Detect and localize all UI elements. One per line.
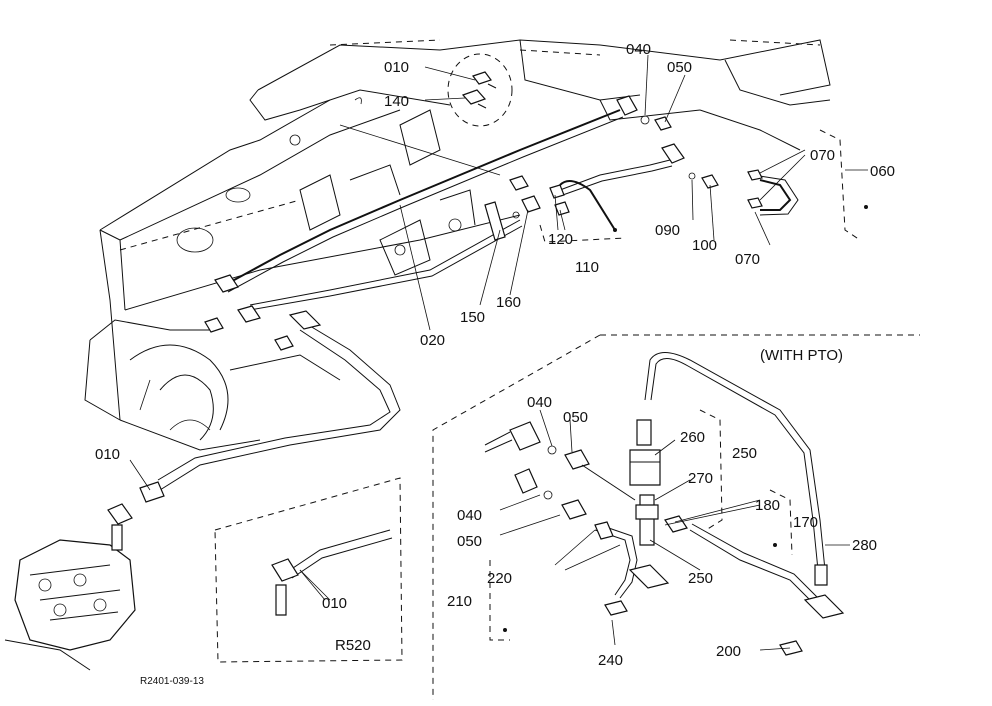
callout-labels: 010 140 040 050 070 060 090 100 070 120 … [95, 41, 895, 687]
callout-210: 210 [447, 593, 472, 610]
r520-label: R520 [335, 637, 371, 654]
callout-280: 270 [688, 470, 713, 487]
callout-040-pto-b: 040 [457, 507, 482, 524]
callout-110: 110 [575, 259, 599, 276]
callout-220: 220 [487, 570, 512, 587]
control-valve [4, 481, 165, 671]
callout-290: 280 [852, 537, 877, 554]
callout-140: 140 [384, 93, 409, 110]
pto-section [432, 129, 920, 700]
leader-lines [129, 54, 868, 651]
callout-050-pto-a: 050 [563, 409, 588, 426]
callout-200: 200 [716, 643, 741, 660]
callout-010: 010 [95, 446, 120, 463]
callout-270: 260 [680, 429, 705, 446]
callout-260: 250 [732, 445, 757, 462]
tractor-frame [84, 39, 831, 451]
callout-020: 020 [420, 332, 445, 349]
hydraulic-pipes [157, 109, 799, 491]
callout-010-r520: 010 [322, 595, 347, 612]
callout-040-pto-a: 040 [527, 394, 552, 411]
callout-100: 100 [692, 237, 717, 254]
figure-id: R2401-039-13 [140, 676, 204, 687]
callout-170: 170 [793, 514, 818, 531]
callout-060: 060 [870, 163, 895, 180]
callout-250: 250 [688, 570, 713, 587]
callout-050-pto-b: 050 [457, 533, 482, 550]
callout-050: 050 [667, 59, 692, 76]
callout-160: 160 [496, 294, 521, 311]
callout-180: 180 [755, 497, 780, 514]
upper-fittings [204, 53, 763, 351]
callout-090: 090 [655, 222, 680, 239]
callout-040: 040 [626, 41, 651, 58]
callout-240: 240 [598, 652, 623, 669]
r520-inset [214, 477, 403, 663]
callout-120: 120 [548, 231, 573, 248]
callout-030: 010 [384, 59, 409, 76]
with-pto-label: (WITH PTO) [760, 347, 843, 364]
callout-070-top: 070 [810, 147, 835, 164]
callout-070-bottom: 070 [735, 251, 760, 268]
callout-150: 150 [460, 309, 485, 326]
